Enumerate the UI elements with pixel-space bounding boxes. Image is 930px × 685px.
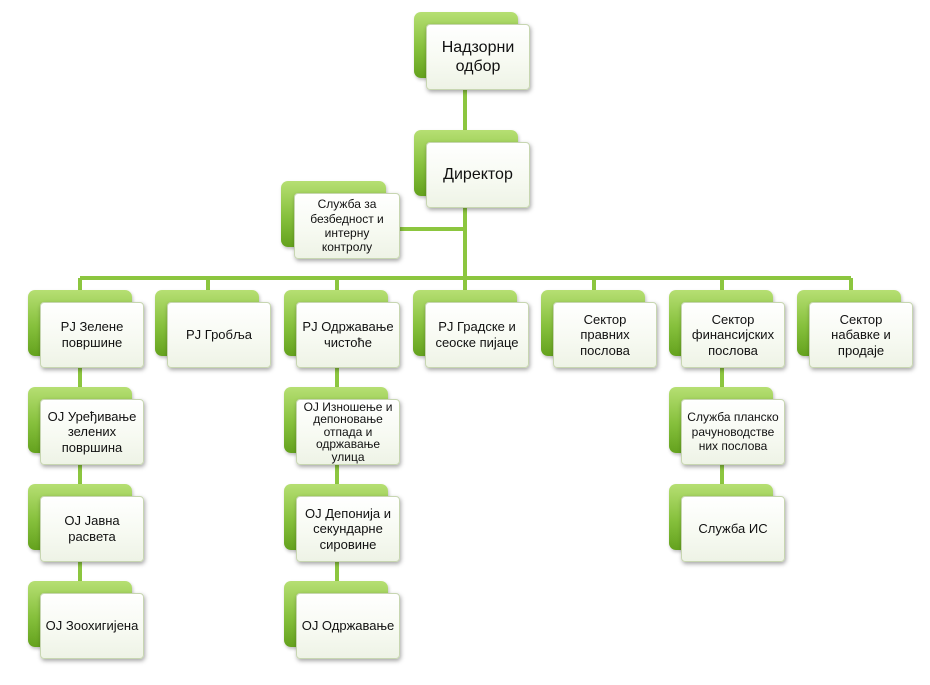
board-node: Надзорни одбор: [414, 12, 532, 92]
unit-cemeteries: PJ Гробља: [155, 290, 273, 370]
subunit-landfill: OJ Депонија и секундарне сировине: [284, 484, 402, 564]
subunit-is-label: Служба ИС: [698, 521, 768, 537]
unit-cleaning-label: PJ Одржавање чистоће: [302, 319, 394, 350]
subunit-planning-accounting: Служба планско рачуноводстве них послова: [669, 387, 787, 467]
unit-cemeteries-label: PJ Гробља: [185, 327, 252, 343]
security-label: Служба за безбедност и интерну контролу: [310, 197, 384, 255]
unit-green-label: PJ Зелене површине: [60, 319, 124, 350]
subunit-green-landscaping-label: OJ Уређивање зелених површина: [47, 408, 137, 455]
unit-legal-label: Сектор правних послова: [580, 311, 630, 358]
subunit-maintenance-label: OJ Одржавање: [301, 618, 395, 634]
subunit-zoohygiene: OJ Зоохигијена: [28, 581, 146, 661]
subunit-public-lighting-label: OJ Јавна расвета: [64, 513, 120, 544]
subunit-landfill-label: OJ Депонија и секундарне сировине: [305, 505, 391, 552]
director-label: Директор: [443, 166, 513, 184]
board-label: Надзорни одбор: [441, 38, 515, 75]
unit-finance: Сектор финансијских послова: [669, 290, 787, 370]
subunit-is: Служба ИС: [669, 484, 787, 564]
subunit-public-lighting: OJ Јавна расвета: [28, 484, 146, 564]
unit-markets: PJ Градске и сеоске пијаце: [413, 290, 531, 370]
unit-green: PJ Зелене површине: [28, 290, 146, 370]
director-node: Директор: [414, 130, 532, 210]
subunit-planning-accounting-label: Служба планско рачуноводстве них послова: [687, 410, 779, 454]
unit-procurement-label: Сектор набавке и продаје: [831, 311, 891, 358]
unit-cleaning: PJ Одржавање чистоће: [284, 290, 402, 370]
subunit-maintenance: OJ Одржавање: [284, 581, 402, 661]
subunit-zoohygiene-label: OJ Зоохигијена: [45, 618, 139, 634]
unit-procurement: Сектор набавке и продаје: [797, 290, 915, 370]
subunit-waste-disposal: OJ Изношење и депоновање отпада и одржав…: [284, 387, 402, 467]
security-node: Служба за безбедност и интерну контролу: [281, 181, 401, 261]
subunit-green-landscaping: OJ Уређивање зелених површина: [28, 387, 146, 467]
unit-finance-label: Сектор финансијских послова: [691, 311, 775, 358]
subunit-waste-disposal-label: OJ Изношење и депоновање отпада и одржав…: [303, 399, 393, 464]
unit-markets-label: PJ Градске и сеоске пијаце: [435, 319, 519, 350]
unit-legal: Сектор правних послова: [541, 290, 659, 370]
